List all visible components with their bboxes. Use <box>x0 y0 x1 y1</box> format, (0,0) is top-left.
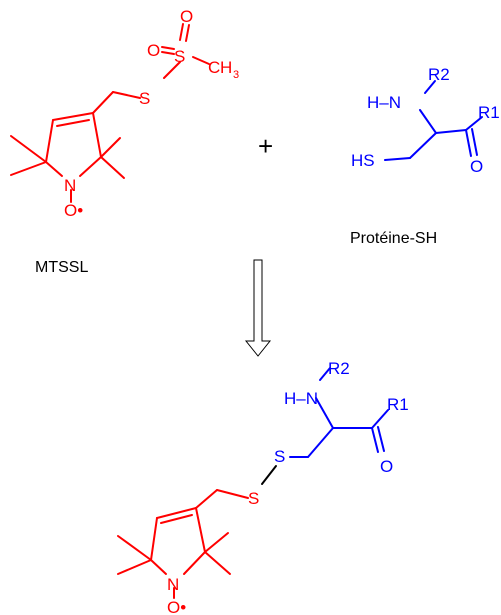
ring-bond-left <box>45 119 54 163</box>
reaction-arrow <box>244 259 272 357</box>
methyl-bond <box>100 156 125 179</box>
ring-bond-n-right <box>183 551 206 575</box>
atom-o-top: O <box>180 7 193 26</box>
co-double-bond-b <box>471 128 478 156</box>
co-double-bond-a <box>371 427 379 453</box>
methyl-bond <box>204 532 229 553</box>
methyl-bond <box>204 551 231 575</box>
carbonyl-r1-bond <box>465 116 483 131</box>
ring-double-bond-inner <box>56 119 90 127</box>
atom-h-n: H–N <box>284 389 318 408</box>
atom-n: N <box>167 575 179 594</box>
atom-c-methyl: C <box>208 58 220 77</box>
n-r2-bond <box>424 80 436 94</box>
calpha-carbonyl-bond <box>435 129 467 134</box>
product-protein-part: H–N R2 R1 O <box>284 359 409 476</box>
hollow-down-arrow <box>244 259 272 357</box>
product-disulfide-link: S S <box>248 447 285 508</box>
ring-bond-n-left <box>45 161 63 177</box>
atom-s-lower: S <box>248 489 259 508</box>
mtssl-structure: O O S C H 3 S N O• <box>10 7 239 220</box>
s-ch2-bond <box>112 91 141 99</box>
ring-bond-left <box>150 517 158 561</box>
ring-bond-n-left <box>150 559 167 575</box>
atom-r1: R1 <box>387 395 409 414</box>
atom-o-radical: O• <box>167 598 186 615</box>
s-s-bond <box>163 61 181 79</box>
so-bond-left-a <box>161 46 175 50</box>
s-s-bond <box>261 465 277 485</box>
methyl-bond <box>100 137 121 158</box>
protein-cysteine-structure: H–N R2 R1 HS O <box>351 65 500 176</box>
ch2-ring-bond <box>92 91 114 114</box>
atom-r2: R2 <box>328 359 350 378</box>
product-nitroxide-part: N O• <box>117 489 249 615</box>
reagent-name-label: MTSSL <box>35 259 88 276</box>
n-calpha-bond <box>315 397 334 429</box>
atom-s-thio: S <box>139 89 150 108</box>
ring-double-bond <box>156 507 197 519</box>
plus-sign: + <box>258 131 273 161</box>
calpha-cbeta-bond <box>409 132 437 159</box>
so-bond-top-b <box>185 24 190 42</box>
atom-h-methyl: H <box>220 58 232 77</box>
s-ch2-bond <box>216 489 249 499</box>
ring-double-bond <box>52 112 94 121</box>
atom-s-upper: S <box>274 447 285 466</box>
atom-h-n: H–N <box>367 93 401 112</box>
atom-n: N <box>64 176 76 195</box>
atom-hs: HS <box>351 151 375 170</box>
calpha-cbeta-bond <box>307 427 334 458</box>
methyl-bond <box>117 559 152 575</box>
ring-double-bond-inner <box>160 514 193 524</box>
protein-name-label: Protéine-SH <box>350 230 437 247</box>
carbonyl-r1-bond <box>371 409 389 429</box>
atom-o: O <box>470 157 483 176</box>
atom-s-sulfonyl: S <box>174 47 185 66</box>
atom-r1: R1 <box>478 103 500 122</box>
ring-bond-n-right <box>79 156 102 177</box>
methyl-bond <box>10 135 47 163</box>
atom-r2: R2 <box>428 65 450 84</box>
so-bond-top-a <box>179 23 184 41</box>
n-calpha-bond <box>419 109 437 134</box>
atom-o-radical: O• <box>64 201 83 220</box>
ring-bond-right <box>195 507 206 553</box>
atom-o: O <box>380 457 393 476</box>
ring-bond-right <box>92 112 102 158</box>
co-double-bond-b <box>377 426 385 452</box>
s-ch3-bond <box>192 56 210 65</box>
methyl-subscript: 3 <box>233 69 239 81</box>
n-r2-bond <box>319 367 331 381</box>
co-double-bond-a <box>465 129 472 157</box>
methyl-bond <box>10 161 47 176</box>
so-bond-left-b <box>161 51 175 55</box>
atom-o-left: O <box>147 41 160 60</box>
cbeta-s-bond <box>384 157 411 161</box>
methyl-bond <box>117 535 152 561</box>
ch2-ring-bond <box>195 489 218 509</box>
